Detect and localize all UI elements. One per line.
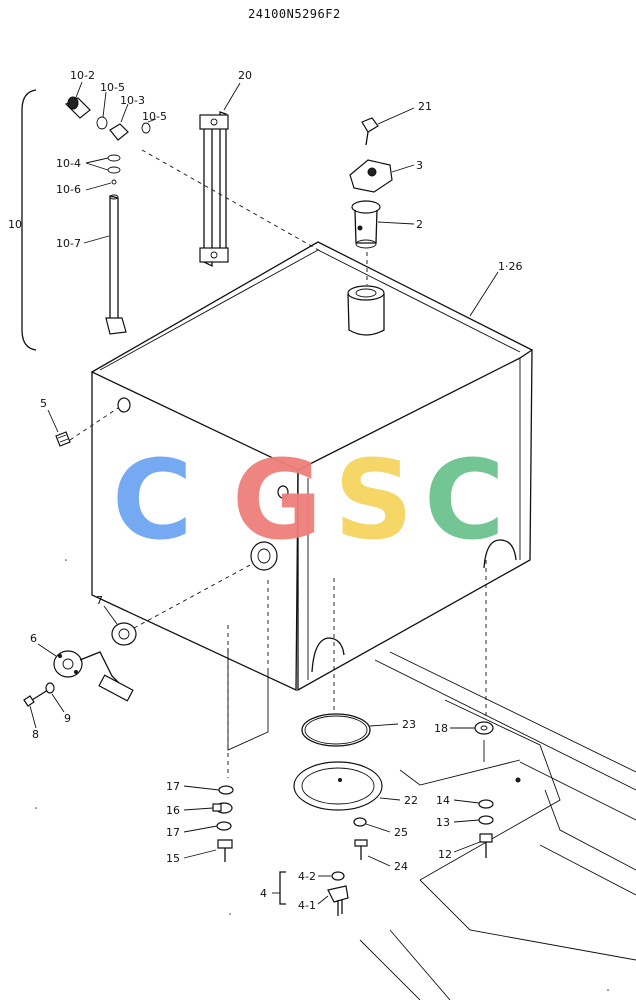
side-port xyxy=(277,485,289,499)
callout-15: 15 xyxy=(166,852,180,865)
gauge-port xyxy=(250,541,278,571)
callout-10-5-upper: 10-5 xyxy=(100,81,125,94)
callout-8: 8 xyxy=(32,728,39,741)
callout-9: 9 xyxy=(64,712,71,725)
right-mount-hardware xyxy=(450,560,494,858)
tank-body xyxy=(90,241,534,751)
callout-3: 3 xyxy=(416,159,423,172)
callout-18: 18 xyxy=(434,722,448,735)
callout-labels: 10-2 10-5 10-3 10-5 10-4 10-6 10 10-7 20… xyxy=(8,69,523,912)
callout-24: 24 xyxy=(394,860,408,873)
callout-10: 10 xyxy=(8,218,22,231)
watermark-letter-s: S xyxy=(334,436,413,564)
watermark-letter-c2: C xyxy=(424,436,505,564)
callout-25: 25 xyxy=(394,826,408,839)
level-gauge-assembly xyxy=(199,82,241,268)
callout-22: 22 xyxy=(404,794,418,807)
callout-10-2: 10-2 xyxy=(70,69,95,82)
drawing-code: 24100N5296F2 xyxy=(248,7,341,21)
cleanout-cover-assembly xyxy=(293,578,401,867)
callout-23: 23 xyxy=(402,718,416,731)
drain-plug xyxy=(47,407,119,447)
callout-10-3: 10-3 xyxy=(120,94,145,107)
callout-5: 5 xyxy=(40,397,47,410)
drain-port xyxy=(117,397,131,413)
callout-17-upper: 17 xyxy=(166,780,180,793)
callout-13: 13 xyxy=(436,816,450,829)
sensor-assembly xyxy=(23,563,253,729)
watermark-letter-g: G xyxy=(232,436,322,564)
callout-16: 16 xyxy=(166,804,180,817)
callout-10-5-lower: 10-5 xyxy=(142,110,167,123)
callout-10-4: 10-4 xyxy=(56,157,81,170)
callout-2: 2 xyxy=(416,218,423,231)
filler-assembly xyxy=(347,107,499,336)
callout-10-7: 10-7 xyxy=(56,237,81,250)
callout-17-lower: 17 xyxy=(166,826,180,839)
left-mount-hardware xyxy=(183,580,269,862)
watermark: C G S C xyxy=(112,436,505,564)
callout-10-6: 10-6 xyxy=(56,183,81,196)
callout-21: 21 xyxy=(418,100,432,113)
watermark-letter-c1: C xyxy=(112,436,193,564)
callout-7: 7 xyxy=(96,594,103,607)
strainer-assembly xyxy=(21,81,323,351)
drain-valve-assembly xyxy=(272,871,349,916)
callout-4-1: 4-1 xyxy=(298,899,316,912)
callout-1-26: 1·26 xyxy=(498,260,523,273)
callout-4: 4 xyxy=(260,887,267,900)
callout-20: 20 xyxy=(238,69,252,82)
machine-frame xyxy=(359,651,636,1000)
callout-14: 14 xyxy=(436,794,450,807)
callout-6: 6 xyxy=(30,632,37,645)
callout-4-2: 4-2 xyxy=(298,870,316,883)
callout-12: 12 xyxy=(438,848,452,861)
